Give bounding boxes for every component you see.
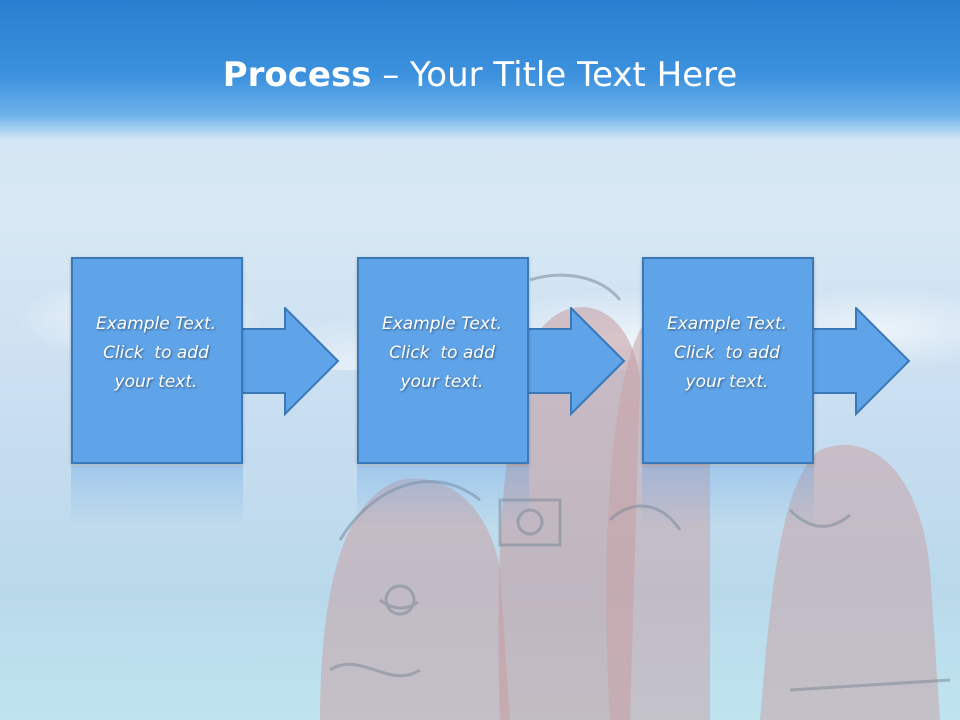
title-bar <box>0 0 960 140</box>
step-text-line1: Example Text. <box>95 314 217 334</box>
step-box[interactable] <box>642 257 814 464</box>
step-reflection <box>71 466 243 526</box>
step-text-line1: Example Text. <box>666 314 788 334</box>
right-arrow-icon <box>812 307 911 417</box>
title-rest: – Your Title Text Here <box>371 55 738 95</box>
step-text-line2: Click to add <box>389 343 495 363</box>
step-box[interactable] <box>357 257 529 464</box>
step-text[interactable]: Example Text. Click to add your text. <box>357 310 527 397</box>
step-text-line3: your text. <box>685 372 769 392</box>
step-reflection <box>642 466 814 526</box>
step-text[interactable]: Example Text. Click to add your text. <box>642 310 812 397</box>
right-arrow-icon <box>527 307 626 417</box>
step-text-line3: your text. <box>114 372 198 392</box>
step-text-line2: Click to add <box>674 343 780 363</box>
step-text-line2: Click to add <box>103 343 209 363</box>
step-text-line3: your text. <box>400 372 484 392</box>
right-arrow-icon <box>241 307 340 417</box>
step-reflection <box>357 466 529 526</box>
step-box[interactable] <box>71 257 243 464</box>
title-bold: Process <box>222 55 372 95</box>
slide-title[interactable]: Process – Your Title Text Here <box>0 50 960 100</box>
step-text[interactable]: Example Text. Click to add your text. <box>71 310 241 397</box>
step-text-line1: Example Text. <box>381 314 503 334</box>
background-photo-fingers <box>320 273 951 720</box>
